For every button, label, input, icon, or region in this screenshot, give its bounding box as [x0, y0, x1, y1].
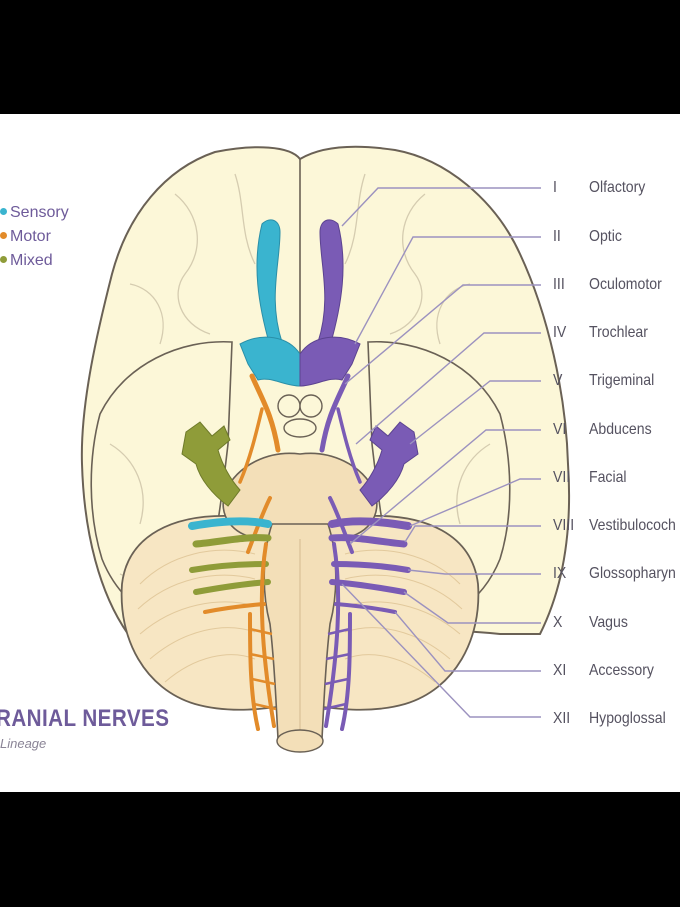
nerve-name: Glossopharyn — [589, 565, 676, 582]
nerve-oculomotor-left — [249, 373, 281, 453]
spinal-cord-section — [276, 729, 324, 753]
legend-label-sensory: Sensory — [10, 204, 69, 221]
nerve-hypoglossal-left — [259, 542, 276, 728]
brain-diagram — [80, 145, 571, 753]
nerve-numeral: VIII — [553, 517, 575, 534]
nerve-name: Oculomotor — [589, 276, 662, 293]
leader-trochlear — [355, 332, 541, 445]
leader-lines — [341, 187, 541, 718]
nerve-oculomotor-right — [319, 373, 351, 453]
leader-glossopharyngeal — [407, 569, 541, 575]
nerve-hypoglossal-right — [324, 542, 341, 728]
nerve-name: Vestibulococh — [589, 517, 676, 534]
mammillary-body-right — [299, 394, 323, 418]
nerve-facial-right — [328, 517, 412, 530]
nerve-numeral: XI — [553, 662, 567, 679]
nerve-glossopharyngeal-right — [331, 561, 411, 573]
legend-item-sensory: Sensory — [0, 204, 69, 222]
nerve-name: Facial — [589, 469, 627, 486]
nerve-name: Olfactory — [589, 179, 646, 196]
leader-facial — [409, 478, 541, 527]
nerve-facial-left — [188, 517, 272, 530]
mammillary-body-left — [277, 394, 301, 418]
nerve-name: Abducens — [589, 421, 652, 438]
leader-vestibulocochlear — [404, 525, 541, 543]
motor-dot-icon — [0, 232, 7, 239]
legend-item-motor: Motor — [0, 228, 51, 246]
leader-abducens — [349, 429, 541, 545]
nerve-name: Accessory — [589, 662, 654, 679]
leader-optic — [354, 236, 541, 345]
nerve-name: Hypoglossal — [589, 710, 666, 727]
nerve-trochlear-right — [336, 407, 362, 484]
nerve-numeral: III — [553, 276, 565, 293]
leader-hypoglossal — [341, 583, 541, 718]
nerve-name: Optic — [589, 228, 622, 245]
nerve-numeral: IX — [553, 565, 567, 582]
optic-chiasm-right — [299, 336, 361, 387]
leader-olfactory — [341, 187, 541, 227]
leader-accessory — [394, 611, 541, 672]
leader-oculomotor — [344, 284, 541, 385]
legend-label-mixed: Mixed — [10, 252, 53, 269]
legend-label-motor: Motor — [10, 228, 51, 245]
nerve-accessory-left — [203, 602, 266, 731]
nerve-vestibulocochlear-left — [192, 534, 272, 548]
leader-trigeminal — [409, 380, 541, 445]
nerve-numeral: X — [553, 614, 563, 631]
diagram-panel: Sensory Motor Mixed I Olfactory II Optic… — [0, 114, 680, 792]
nerve-name: Vagus — [589, 614, 628, 631]
leader-vagus — [403, 591, 541, 624]
nerve-name: Trigeminal — [589, 372, 655, 389]
nerve-vestibulocochlear-right — [328, 534, 408, 548]
nerve-glossopharyngeal-left — [189, 561, 269, 573]
nerve-numeral: II — [553, 228, 561, 245]
nerve-accessory-right — [334, 602, 397, 731]
nerve-olfactory-right — [317, 219, 344, 347]
nerve-numeral: I — [553, 179, 557, 196]
poster-credit: Lineage — [0, 736, 47, 751]
mixed-dot-icon — [0, 256, 7, 263]
sensory-dot-icon — [0, 208, 7, 215]
nerve-trochlear-left — [238, 407, 264, 484]
nerve-trigeminal-right — [359, 421, 419, 507]
nerve-numeral: IV — [553, 324, 567, 341]
legend-item-mixed: Mixed — [0, 252, 53, 270]
nerve-numeral: V — [553, 372, 563, 389]
nerve-trigeminal-left — [181, 421, 241, 507]
cerebellum-folia — [137, 549, 463, 683]
poster-title: RANIAL NERVES — [0, 705, 170, 732]
nerve-name: Trochlear — [589, 324, 648, 341]
nerve-numeral: VII — [553, 469, 571, 486]
nerve-numeral: VI — [553, 421, 567, 438]
nerve-numeral: XII — [553, 710, 571, 727]
nerve-olfactory-left — [256, 219, 283, 347]
